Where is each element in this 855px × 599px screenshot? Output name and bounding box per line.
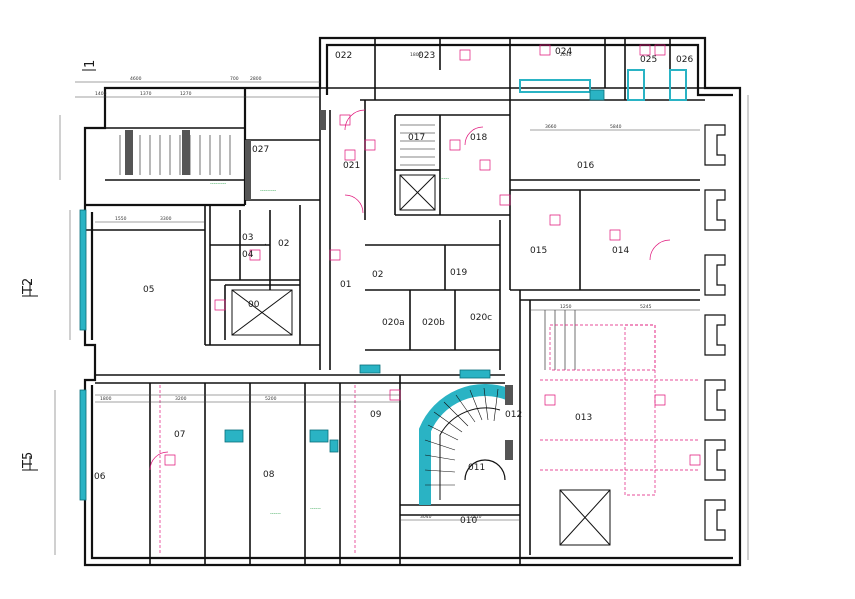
room-label: 012 [505,410,522,420]
svg-text:3040: 3040 [420,514,432,520]
svg-text:3300: 3300 [160,216,172,222]
svg-text:.: . [264,238,267,248]
room-label: 09 [370,410,382,420]
room-label: 013 [575,413,592,423]
room-label: 027 [252,145,269,155]
room-label: 024 [555,47,572,57]
room-labels: 022 023 024 025 026 027 017 018 016 021 … [94,47,693,526]
svg-text:3200: 3200 [175,396,187,402]
svg-text:2800: 2800 [250,76,262,82]
room-label: 016 [577,161,594,171]
svg-text:------: ------ [310,506,321,512]
elevator-shaft [231,174,611,546]
room-label: 017 [408,133,425,143]
room-label: 021 [343,161,360,171]
room-label: 023 [418,51,435,61]
svg-text:---------: --------- [210,181,226,187]
svg-text:700: 700 [230,76,239,82]
axis-label-t2: T2 [21,278,36,295]
room-label: 06 [94,472,106,482]
svg-text:5245: 5245 [640,304,652,310]
room-label: 026 [676,55,693,65]
room-label: 08 [263,470,275,480]
svg-text:2510: 2510 [470,514,482,520]
svg-text:1550: 1550 [115,216,127,222]
dimension-chains [54,81,749,560]
room-label: 07 [174,430,185,440]
room-label: 011 [468,463,485,473]
magenta-annotations [149,44,701,555]
svg-text:1400: 1400 [95,91,107,97]
glazing-partitions [79,69,687,501]
svg-text:1270: 1270 [180,91,192,97]
axis-markers [22,69,96,471]
svg-text:4600: 4600 [130,76,142,82]
room-label: 025 [640,55,657,65]
room-label: 020a [382,318,405,328]
room-label: 05 [143,285,154,295]
facade-piers [704,124,726,541]
svg-text:1370: 1370 [140,91,152,97]
svg-text:------: ------ [270,511,281,517]
svg-text:---------: --------- [260,188,276,194]
svg-text:1800: 1800 [100,396,112,402]
room-label-018: 02 [372,270,383,280]
svg-text:1800: 1800 [410,52,422,58]
stair-runs [119,124,576,370]
hatched-columns [125,110,513,460]
interior-walls [85,38,705,565]
svg-text:-----: ----- [440,176,449,182]
room-label: 020c [470,313,492,323]
green-notes: --------- --------- ----- ------ ------ [210,176,449,517]
top-axis-mark: 1 [83,60,98,68]
room-label: 019 [450,268,467,278]
room-label: 04 [242,250,254,260]
dimension-text: 4600 700 2800 1400 1370 1270 1550 3300 1… [95,52,652,520]
spiral-staircase [419,384,513,505]
svg-text:3660: 3660 [545,124,557,130]
room-label: 015 [530,246,547,256]
svg-text:2040: 2040 [560,52,572,58]
svg-text:5200: 5200 [265,396,277,402]
svg-text:5840: 5840 [610,124,622,130]
axis-label-t5: T5 [21,452,36,469]
room-label: 022 [335,51,352,61]
exterior-walls [83,36,742,567]
room-label: 020b [422,318,445,328]
room-label: 00 [248,300,260,310]
svg-text:1250: 1250 [560,304,572,310]
room-label: 018 [470,133,487,143]
room-label: 01 [340,280,351,290]
room-label: 014 [612,246,629,256]
room-label: 03 [242,233,253,243]
room-label: 010 [460,516,477,526]
room-label: 02 [278,239,289,249]
